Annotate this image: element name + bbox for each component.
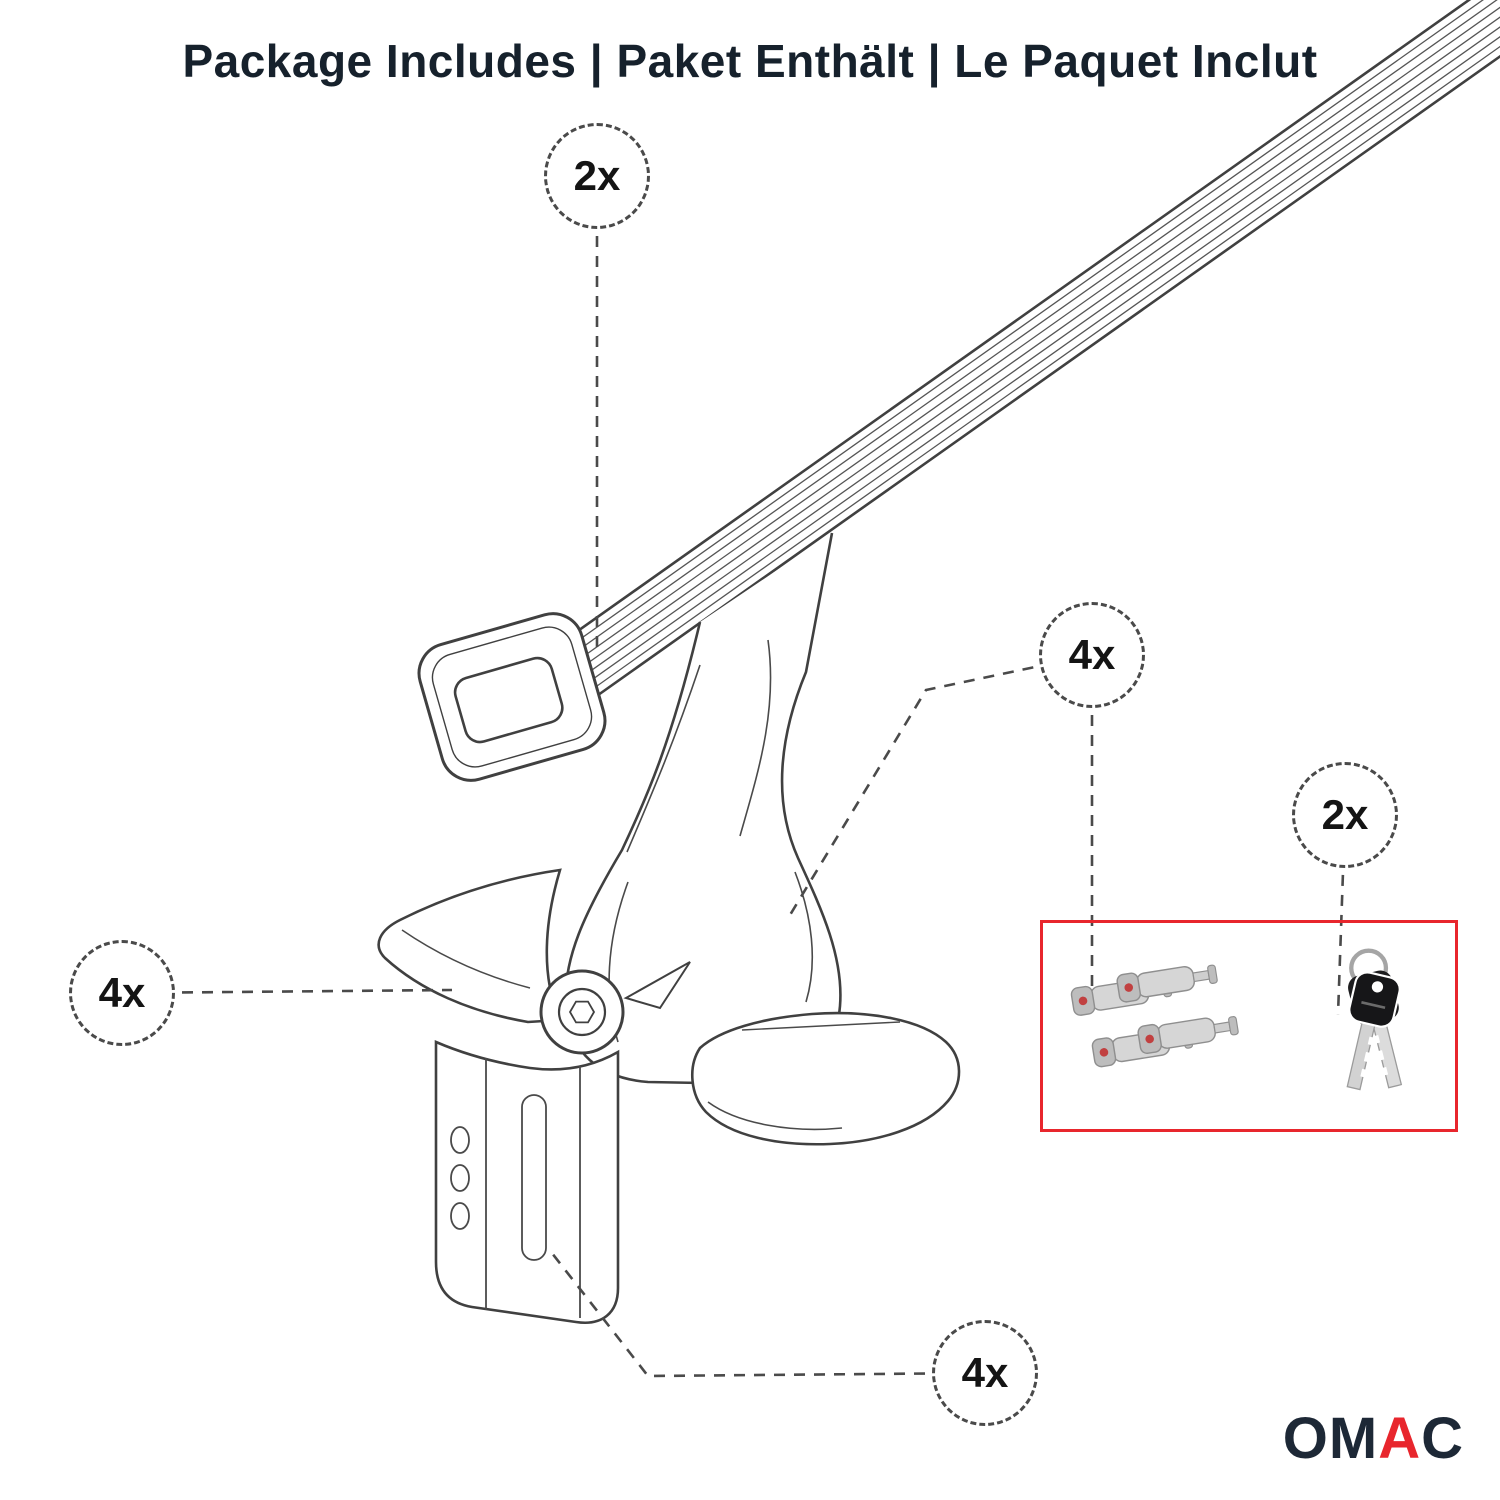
logo-text-om: OM (1282, 1406, 1379, 1471)
omac-logo: OMAC (1283, 1405, 1464, 1472)
connector-keys (1336, 814, 1347, 1016)
lock-cylinders-image (1067, 951, 1267, 1101)
connector-clamp (546, 1247, 986, 1378)
logo-text-c: C (1421, 1406, 1464, 1471)
foot-wing-drawing (377, 868, 562, 1024)
end-cap-drawing (417, 612, 607, 782)
keys-graphic (1346, 948, 1403, 1090)
connector-lines (121, 176, 1347, 1378)
callout-keys-qty: 2x (1292, 762, 1398, 868)
logo-text-a: A (1378, 1406, 1422, 1471)
crossbar-drawing (521, 0, 1500, 724)
hardware-box (1040, 920, 1458, 1132)
callout-mount-foot-qty: 4x (69, 940, 175, 1046)
lock-cylinders-graphic (1070, 964, 1239, 1068)
callout-lock-bolts-qty: 4x (1039, 602, 1145, 708)
base-pad-drawing (690, 1011, 961, 1146)
page-title: Package Includes | Paket Enthält | Le Pa… (182, 35, 1318, 87)
connector-bolts-diagonal (788, 653, 1093, 916)
bolt-head-drawing (539, 961, 691, 1055)
keys-image (1301, 934, 1431, 1119)
clamp-bracket-drawing (434, 1040, 620, 1325)
connector-foot (121, 988, 453, 995)
callout-clamp-qty: 4x (932, 1320, 1038, 1426)
callout-crossbar-qty: 2x (544, 123, 650, 229)
mount-foot-drawing (564, 532, 842, 1086)
